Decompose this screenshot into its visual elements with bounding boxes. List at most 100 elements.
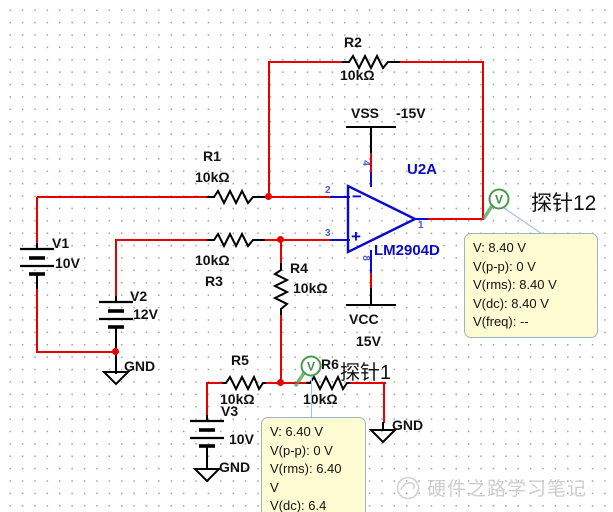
wire-segment[interactable] (206, 383, 208, 416)
label-vss-name[interactable]: VSS (351, 105, 380, 121)
opamp-pin-top-stub[interactable] (370, 172, 372, 187)
probe-reading: V(dc): 8.40 V (473, 295, 549, 311)
label-gnd[interactable]: GND (392, 417, 424, 433)
ground-symbol[interactable] (190, 461, 224, 483)
label-v3-value[interactable]: 10V (229, 431, 254, 447)
probe-reading: V(rms): 8.40 V (473, 277, 557, 293)
probe1-label[interactable]: 探针1 (340, 362, 392, 384)
dc-source-v1[interactable] (17, 237, 57, 289)
label-r3-value[interactable]: 10kΩ (195, 252, 230, 268)
junction-dot (277, 236, 284, 243)
probe1-readings-box[interactable]: V: 6.40 V V(p-p): 0 V V(rms): 6.40 V V(d… (261, 417, 366, 512)
wire-segment[interactable] (206, 382, 224, 384)
label-gnd[interactable]: GND (219, 459, 251, 475)
voltage-probe-icon[interactable]: V (479, 187, 519, 225)
resistor-r2[interactable] (341, 53, 401, 71)
label-r2-ref[interactable]: R2 (344, 34, 362, 50)
vss-rail-bar[interactable] (346, 126, 396, 128)
wire-segment[interactable] (264, 382, 308, 384)
wire-segment[interactable] (370, 152, 372, 174)
ground-symbol[interactable] (99, 364, 133, 386)
opamp-pin-out-stub[interactable] (413, 218, 428, 220)
label-vcc-name[interactable]: VCC (349, 311, 379, 327)
label-r5-value[interactable]: 10kΩ (220, 391, 255, 407)
probe12-readings-box[interactable]: V: 8.40 V V(p-p): 0 V V(rms): 8.40 V V(d… (464, 233, 598, 338)
label-v1-ref[interactable]: V1 (52, 235, 70, 251)
wire-segment[interactable] (280, 240, 282, 266)
probe-reading: V(freq): -- (473, 314, 529, 330)
dc-source-v3[interactable] (187, 409, 227, 461)
opamp-pin-number-nin: 3 (325, 228, 331, 239)
watermark-text: 硬件之路学习笔记 (427, 479, 588, 500)
dc-source-v2[interactable] (96, 290, 136, 342)
wire-segment[interactable] (370, 288, 372, 306)
vcc-rail-bar[interactable] (346, 304, 396, 306)
label-r6-ref[interactable]: R6 (321, 356, 339, 372)
label-v2-ref[interactable]: V2 (130, 288, 148, 304)
junction-dot (265, 193, 272, 200)
wire-segment[interactable] (115, 239, 207, 241)
label-v1-value[interactable]: 10V (55, 255, 80, 271)
resistor-r1[interactable] (206, 188, 266, 206)
wire-segment[interactable] (370, 271, 372, 289)
opamp-pin-number-inv: 2 (325, 185, 331, 196)
wire-segment[interactable] (383, 383, 385, 423)
probe-reading: V (270, 479, 279, 495)
opamp-pin-number-out: 1 (418, 220, 424, 231)
wire-segment[interactable] (370, 127, 372, 153)
opamp-ref-label[interactable]: U2A (407, 161, 438, 178)
label-r5-ref[interactable]: R5 (231, 352, 249, 368)
wire-segment[interactable] (36, 197, 38, 244)
wire-segment[interactable] (264, 196, 332, 198)
junction-dot (112, 348, 119, 355)
probe-v-glyph: V (307, 360, 315, 374)
wire-segment[interactable] (426, 218, 484, 220)
label-vcc-value[interactable]: 15V (356, 333, 381, 349)
label-r1-value[interactable]: 10kΩ (195, 169, 230, 185)
label-v3-ref[interactable]: V3 (221, 403, 239, 419)
wire-segment[interactable] (37, 196, 207, 198)
label-r1-ref[interactable]: R1 (203, 148, 221, 164)
opamp-part-label[interactable]: LM2904D (374, 242, 440, 259)
resistor-r5[interactable] (222, 374, 266, 392)
opamp-pin-bot-stub[interactable] (370, 250, 372, 273)
probe-reading: V(dc): 6.4 (270, 498, 327, 512)
label-r4-value[interactable]: 10kΩ (293, 280, 328, 296)
probe-reading: V(p-p): 0 V (473, 258, 536, 274)
wire-segment[interactable] (399, 61, 484, 63)
resistor-r3[interactable] (206, 231, 266, 249)
opamp-symbol[interactable] (329, 150, 444, 265)
label-r2-value[interactable]: 10kΩ (340, 67, 375, 83)
label-v2-value[interactable]: 12V (133, 306, 158, 322)
wire-segment[interactable] (115, 342, 117, 374)
resistor-r6[interactable] (306, 374, 350, 392)
wire-segment[interactable] (36, 351, 118, 353)
label-r4-ref[interactable]: R4 (290, 260, 308, 276)
probe-reading: V(rms): 6.40 (270, 461, 342, 477)
opamp-pin-number-bot: 8 (359, 255, 371, 261)
resistor-r4[interactable] (272, 262, 290, 316)
wire-segment[interactable] (268, 61, 270, 198)
label-r6-value[interactable]: 10kΩ (303, 391, 338, 407)
junction-dot (277, 379, 284, 386)
label-gnd[interactable]: GND (124, 358, 156, 374)
ground-symbol[interactable] (366, 422, 400, 444)
wire-segment[interactable] (36, 289, 38, 353)
opamp-pin-nin-stub[interactable] (330, 239, 350, 241)
wire-segment[interactable] (115, 240, 117, 297)
wire-segment[interactable] (348, 382, 386, 384)
opamp-plus-sign: + (351, 227, 361, 246)
probe-reading: V(p-p): 0 V (270, 442, 333, 458)
wire-segment[interactable] (268, 61, 343, 63)
probe12-label[interactable]: 探针12 (531, 192, 597, 215)
label-r3-ref[interactable]: R3 (205, 273, 223, 289)
watermark-logo-icon (396, 476, 420, 499)
probe12-leader-line (503, 207, 546, 237)
voltage-probe-icon[interactable]: V (291, 354, 331, 392)
label-vss-value[interactable]: -15V (396, 105, 426, 121)
wire-segment[interactable] (280, 314, 282, 384)
wire-segment[interactable] (482, 61, 484, 220)
opamp-pin-inv-stub[interactable] (330, 196, 350, 198)
wire-segment[interactable] (264, 239, 332, 241)
